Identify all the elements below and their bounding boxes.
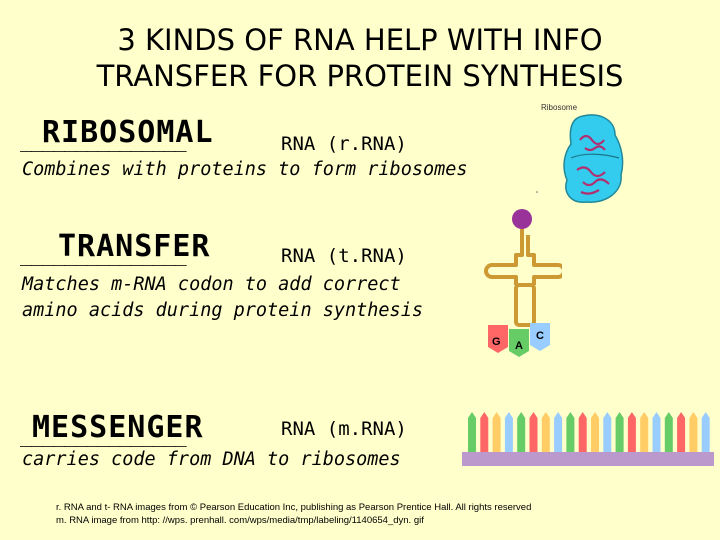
trna-image: G A C [482, 205, 562, 365]
mrna-nucleotide [566, 412, 574, 454]
description-line: Combines with proteins to form ribosomes [22, 157, 468, 183]
ribosome-label: Ribosome [541, 103, 578, 112]
mrna-image [462, 408, 714, 470]
mrna-nucleotide [603, 412, 611, 454]
mrna-nucleotide [579, 412, 587, 454]
mrna-nucleotide [640, 412, 648, 454]
mrna-nucleotide [616, 412, 624, 454]
mrna-nucleotide [542, 412, 550, 454]
description-line: amino acids during protein synthesis [22, 298, 423, 324]
mrna-nucleotide [505, 412, 513, 454]
mrna-nucleotides [468, 412, 710, 454]
image-credit-line-2: m. RNA image from http: //wps. prenhall.… [56, 514, 424, 527]
ribosome-image: Ribosome [525, 100, 645, 210]
anticodon-arm [516, 285, 534, 325]
mrna-nucleotide [480, 412, 488, 454]
term-messenger: MESSENGER [32, 410, 204, 445]
slide-title-line-1: 3 KINDS OF RNA HELP WITH INFO [0, 22, 720, 58]
term-transfer: TRANSFER [58, 229, 211, 264]
description-rrna: Combines with proteins to form ribosomes [22, 157, 468, 183]
description-mrna: carries code from DNA to ribosomes [22, 447, 401, 473]
ribosome-subunits [564, 115, 623, 202]
slide-title-line-2: TRANSFER FOR PROTEIN SYNTHESIS [0, 58, 720, 94]
mrna-nucleotide [468, 412, 476, 454]
description-line: carries code from DNA to ribosomes [22, 447, 401, 473]
base-label-g: G [492, 336, 501, 348]
mrna-nucleotide [689, 412, 697, 454]
mrna-nucleotide [677, 412, 685, 454]
mrna-nucleotide [653, 412, 661, 454]
mrna-nucleotide [702, 412, 710, 454]
mrna-backbone [462, 452, 714, 466]
description-line: Matches m-RNA codon to add correct [22, 272, 423, 298]
base-label-c: C [536, 330, 544, 342]
term-ribosomal: RIBOSOMAL [42, 115, 214, 150]
mrna-nucleotide [493, 412, 501, 454]
mrna-nucleotide [517, 412, 525, 454]
description-trna: Matches m-RNA codon to add correct amino… [22, 272, 423, 324]
image-credit-line-1: r. RNA and t- RNA images from © Pearson … [56, 501, 531, 514]
rna-abbrev-trna: RNA (t.RNA) [281, 245, 407, 267]
amino-acid-icon [512, 209, 532, 229]
mrna-nucleotide [554, 412, 562, 454]
rna-abbrev-rrna: RNA (r.RNA) [281, 133, 407, 155]
mrna-nucleotide [665, 412, 673, 454]
base-label-a: A [515, 340, 523, 352]
mrna-nucleotide [628, 412, 636, 454]
mrna-nucleotide [530, 412, 538, 454]
mrna-nucleotide [591, 412, 599, 454]
rna-abbrev-mrna: RNA (m.RNA) [281, 418, 407, 440]
